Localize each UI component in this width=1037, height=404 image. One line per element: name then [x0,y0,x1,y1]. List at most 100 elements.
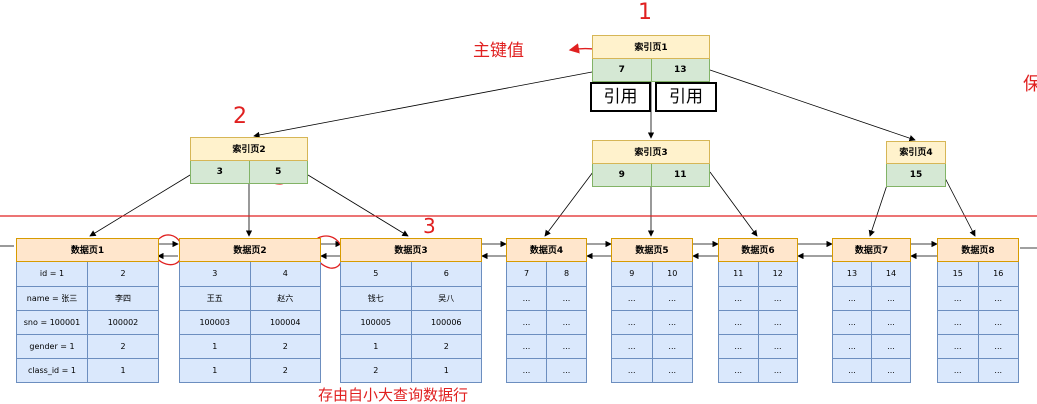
table-row: ...... [938,334,1018,358]
cell: 1 [373,342,379,351]
cell: 100002 [87,311,158,334]
cell: 2 [249,359,321,382]
cell: 10 [651,262,693,286]
cell: 2 [373,366,379,375]
table-row: ...... [833,334,910,358]
cell: sno = 100001 [23,318,81,327]
cell: ... [546,311,586,334]
reference-label-right: 引用 [655,82,717,112]
cell: 15 [952,269,963,278]
edge-idx3-dp4 [544,171,594,237]
cell: 3 [212,269,218,278]
index-page-3: 索引页3 9 11 [592,140,710,187]
index-key: 11 [650,164,710,186]
cell: ... [977,287,1019,310]
index-page-keys: 15 [886,164,946,187]
cell: ... [522,318,531,327]
cell: 王五 [206,294,223,303]
cell: ... [977,311,1019,334]
table-row: ...... [507,286,586,310]
cell: 1 [212,366,218,375]
cell: 11 [733,269,744,278]
table-row: 钱七吴八 [341,286,481,310]
index-page-keys: 3 5 [190,161,308,184]
cell: 吴八 [410,287,482,310]
data-page-title: 数据页2 [179,238,321,262]
cell: ... [651,359,693,382]
data-page-rows: 11 12 ...... ...... ...... ...... [718,262,798,383]
cell: 12 [757,262,798,286]
table-row: ...... [719,286,797,310]
cell: 100004 [249,311,321,334]
index-page-title: 索引页4 [886,141,946,164]
table-row: class_id = 1 1 [17,358,158,382]
right-edge-text: 保 [1023,74,1037,95]
table-row: ...... [719,358,797,382]
cell: 李四 [87,287,158,310]
data-page-title: 数据页4 [506,238,587,262]
cell: ... [848,342,856,351]
table-row: ...... [612,358,692,382]
index-page-1: 索引页1 7 13 [592,35,710,82]
table-row: ...... [719,334,797,358]
index-key: 5 [248,161,308,183]
table-row: ...... [833,358,910,382]
cell: gender = 1 [29,342,75,351]
cell: 100005 [360,318,392,327]
cell: class_id = 1 [27,366,77,375]
cell: 13 [846,269,858,278]
edge-idx1-idx2 [253,71,593,139]
index-key: 9 [618,170,625,180]
level-number-2: 2 [233,104,247,129]
cell: 5 [373,269,379,278]
cell: ... [627,294,636,303]
cell: ... [757,287,798,310]
cell: ... [871,335,910,358]
edge-idx2-dp3 [307,174,409,237]
data-page-title: 数据页7 [832,238,911,262]
cell: 6 [410,262,482,286]
edge-idx3-dp6 [709,171,758,237]
cell: 1 [87,359,158,382]
cell: ... [977,335,1019,358]
cell: ... [522,366,531,375]
data-page-title: 数据页8 [937,238,1019,262]
table-row: ...... [833,310,910,334]
index-key: 3 [216,167,223,177]
cell: ... [757,311,798,334]
cell: ... [627,342,636,351]
cell: 4 [249,262,321,286]
cell: ... [734,366,743,375]
edge-idx4-dp8 [943,175,976,237]
bottom-annotation: 存由自小大查询数据行 [318,386,469,404]
table-row: ...... [938,310,1018,334]
table-row: name = 张三李四 [17,286,158,310]
table-row: ...... [719,310,797,334]
cell: ... [734,318,743,327]
cell: ... [757,359,798,382]
cell: ... [651,335,693,358]
index-key: 13 [650,59,710,81]
cell: ... [848,294,856,303]
index-page-title: 索引页3 [592,140,710,164]
table-row: ...... [833,286,910,310]
index-page-title: 索引页1 [592,35,710,59]
table-row: ...... [938,286,1018,310]
index-page-keys: 9 11 [592,164,710,187]
level-number-1: 1 [638,0,652,25]
cell: ... [627,366,636,375]
primary-key-annotation: 主键值 [473,41,524,61]
